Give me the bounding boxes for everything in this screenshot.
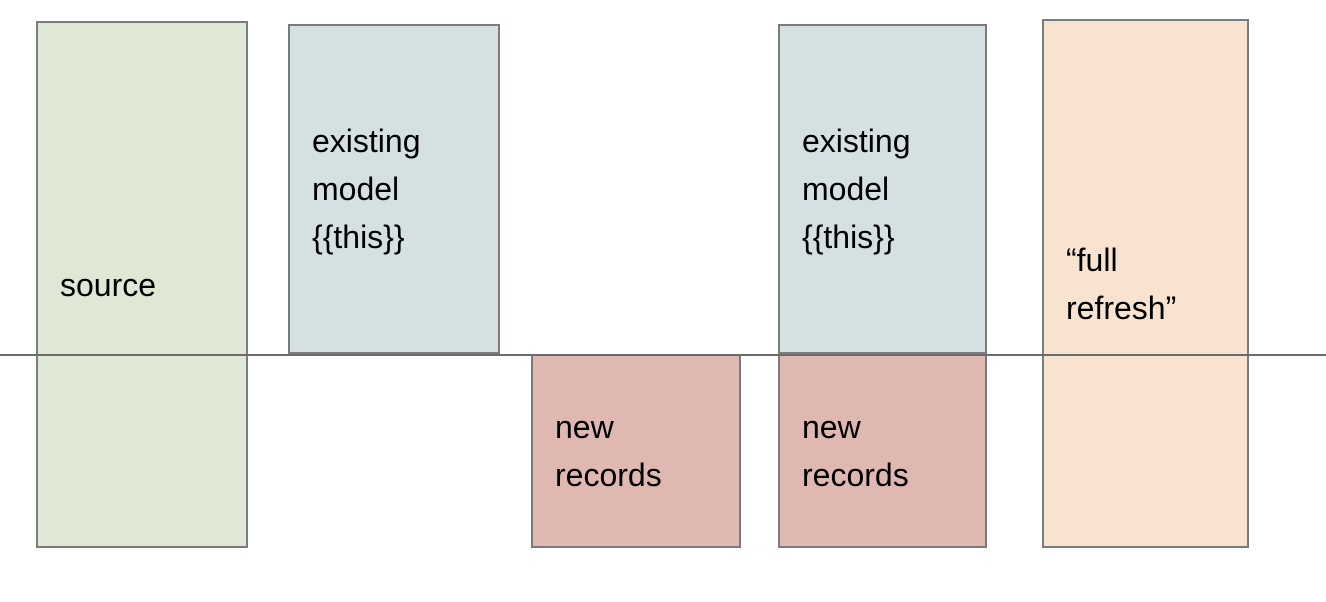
block-new-records-second-label: new records [802, 409, 909, 493]
block-existing-model-first[interactable]: existing model {{this}} [288, 24, 500, 354]
block-existing-model-second-label: existing model {{this}} [802, 123, 911, 255]
block-source[interactable]: source [36, 21, 248, 548]
block-full-refresh-label: “full refresh” [1066, 241, 1177, 326]
block-full-refresh[interactable]: “full refresh” [1042, 19, 1249, 548]
block-existing-model-first-label: existing model {{this}} [312, 123, 421, 255]
block-source-label: source [60, 266, 157, 303]
block-new-records-first-label: new records [555, 409, 662, 493]
horizontal-divider-line [0, 354, 1326, 356]
block-new-records-second[interactable]: new records [778, 354, 987, 548]
block-existing-model-second[interactable]: existing model {{this}} [778, 24, 987, 354]
block-new-records-first[interactable]: new records [531, 354, 741, 548]
